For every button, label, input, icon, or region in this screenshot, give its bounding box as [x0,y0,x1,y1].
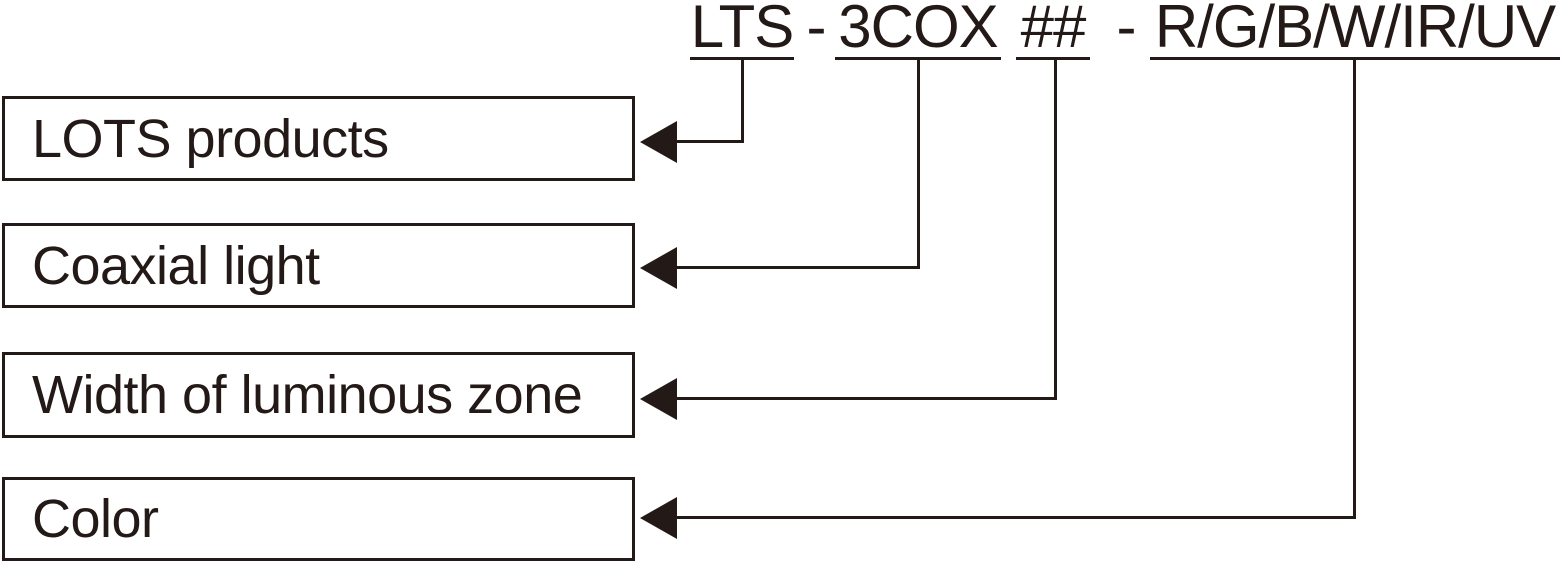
label-box-color: Color [2,477,635,561]
model-segment-3cox: 3COX [838,0,998,60]
model-segment-color: R/G/B/W/IR/UV [1154,0,1556,60]
model-separator-2: - [1116,0,1137,60]
label-box-lots-products: LOTS products [2,96,635,181]
label-box-coaxial-light: Coaxial light [2,223,635,308]
left-arrowhead-icon-color [640,497,677,539]
left-arrowhead-icon-width [640,378,677,420]
connector-width-horizontal [676,397,1057,400]
connector-3cox-vertical [917,60,920,269]
left-arrowhead-icon-3cox [640,247,677,289]
label-text-coaxial-light: Coaxial light [32,235,320,296]
connector-lts-horizontal [676,140,744,143]
connector-3cox-horizontal [676,266,920,269]
model-separator-1: - [806,0,827,60]
model-segment-width: ## [1020,0,1087,60]
label-text-color: Color [32,489,159,549]
label-text-luminous-zone-width: Width of luminous zone [32,365,583,425]
label-box-luminous-zone-width: Width of luminous zone [2,352,635,438]
connector-color-vertical [1353,60,1356,519]
left-arrowhead-icon-lts [640,121,677,163]
underline-width [1016,57,1090,60]
underline-color [1150,57,1560,60]
label-text-lots-products: LOTS products [32,108,389,169]
model-segment-lts: LTS [690,0,795,60]
underline-lts [690,57,794,60]
connector-width-vertical [1054,60,1057,400]
connector-color-horizontal [676,516,1356,519]
underline-3cox [835,57,1001,60]
connector-lts-vertical [741,60,744,143]
